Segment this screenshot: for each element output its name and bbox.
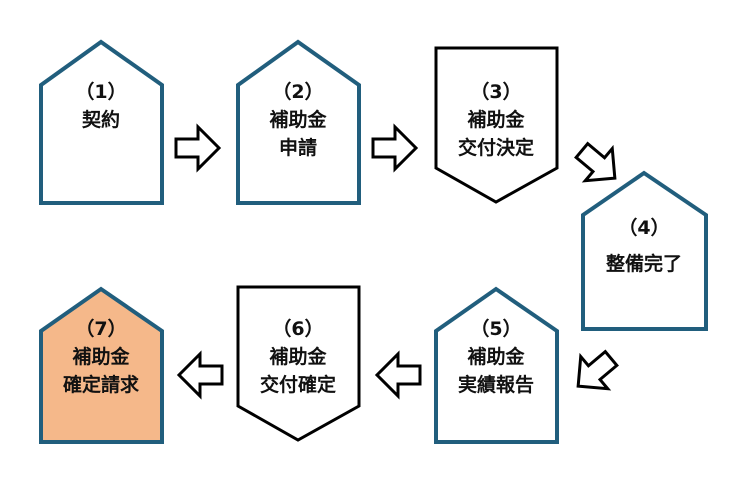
step-6-label: （6） 補助金 交付確定 <box>233 315 363 399</box>
arrow-right-icon <box>371 123 419 173</box>
step-line: 申請 <box>278 137 317 159</box>
step-line: 補助金 <box>467 109 525 131</box>
step-number: （6） <box>272 318 324 340</box>
step-7-label: （7） 補助金 確定請求 <box>36 315 166 399</box>
step-line: 確定請求 <box>62 374 139 396</box>
step-line: 補助金 <box>269 346 327 368</box>
step-line: 実績報告 <box>457 374 534 396</box>
step-line: 交付確定 <box>259 374 336 396</box>
arrow-down-left-icon <box>576 349 619 391</box>
step-1-shape <box>39 39 164 205</box>
step-line: 補助金 <box>269 109 327 131</box>
step-number: （4） <box>618 217 670 239</box>
step-2-shape <box>236 39 361 205</box>
step-number: （2） <box>272 81 324 103</box>
step-line: 補助金 <box>72 346 130 368</box>
arrow-left-icon <box>374 350 422 400</box>
step-6-shape <box>236 285 361 442</box>
step-number: （7） <box>75 318 127 340</box>
step-1-label: （1） 契約 <box>36 78 166 134</box>
step-line: 補助金 <box>467 346 525 368</box>
step-3-shape <box>434 46 559 204</box>
step-number: （3） <box>470 81 522 103</box>
arrow-down-right-icon <box>574 141 617 183</box>
step-number: （1） <box>75 81 127 103</box>
step-number: （5） <box>470 318 522 340</box>
step-5-label: （5） 補助金 実績報告 <box>431 315 561 399</box>
step-5-shape <box>434 286 559 444</box>
step-7-shape <box>39 286 164 444</box>
step-3-label: （3） 補助金 交付決定 <box>431 78 561 162</box>
step-line: 整備完了 <box>605 253 682 275</box>
arrow-right-icon <box>174 123 222 173</box>
arrow-left-icon <box>176 350 224 400</box>
step-4-shape <box>581 170 708 331</box>
step-line: 交付決定 <box>457 137 534 159</box>
step-line: 契約 <box>81 109 120 131</box>
step-2-label: （2） 補助金 申請 <box>233 78 363 162</box>
step-4-label: （4） 整備完了 <box>579 214 709 278</box>
